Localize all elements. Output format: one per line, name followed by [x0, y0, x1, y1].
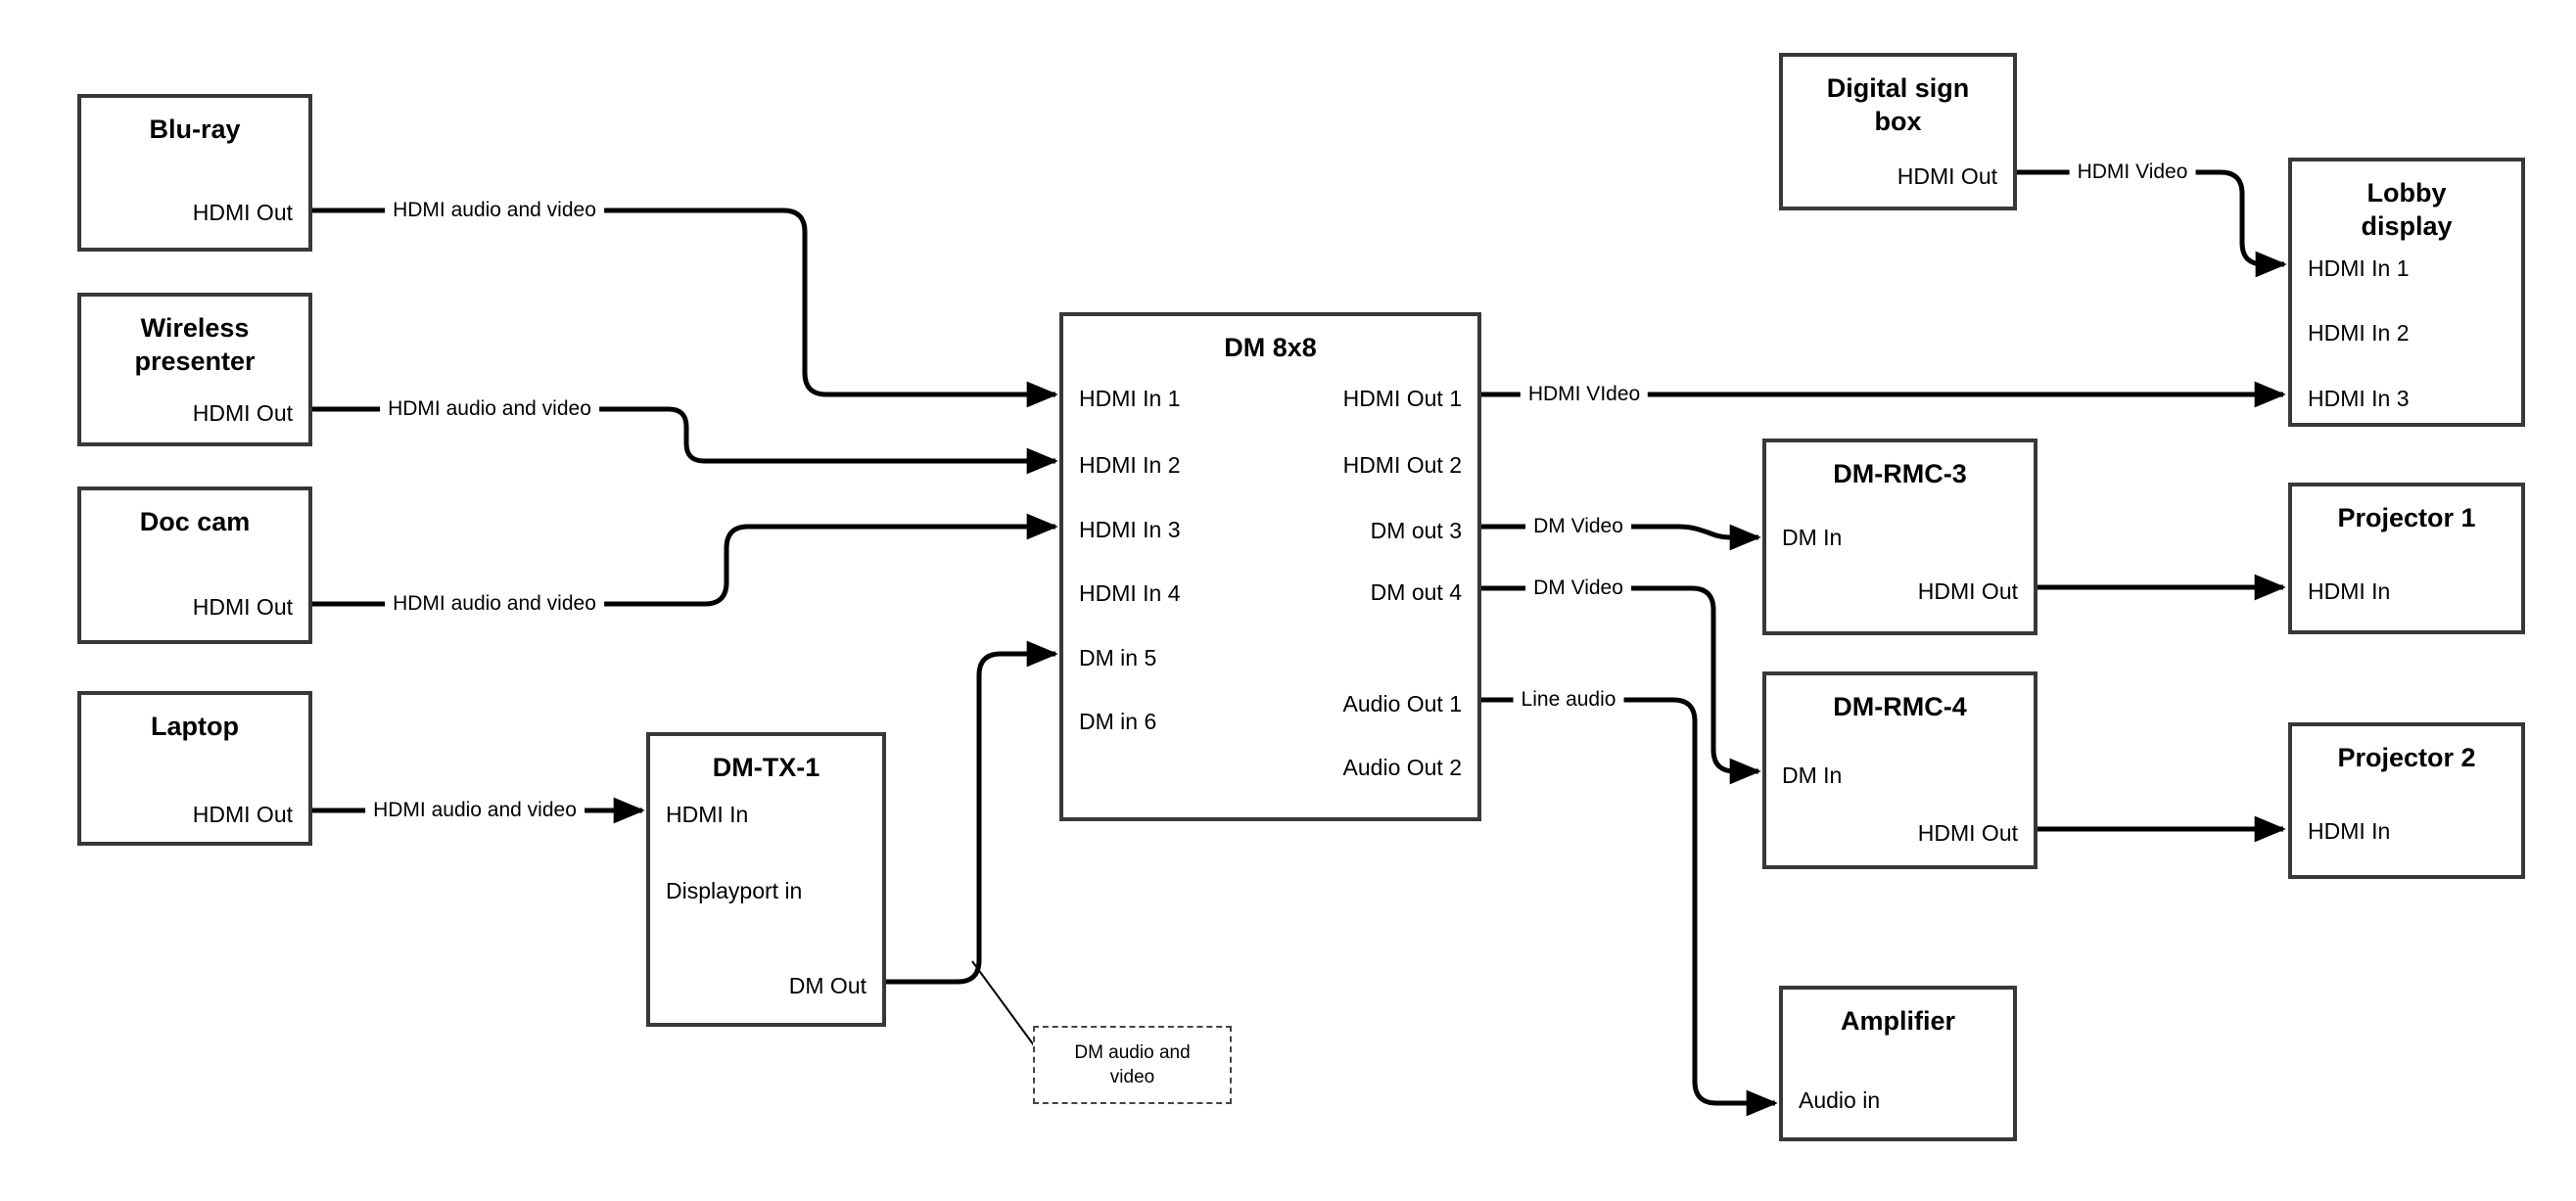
node-dm-tx-1: DM-TX-1 HDMI In Displayport in DM Out	[646, 732, 886, 1027]
node-digital-sign-box-port-hdmi-out: HDMI Out	[1897, 163, 1997, 189]
edge-label-wireless-hdmi-av: HDMI audio and video	[380, 394, 599, 424]
node-wireless-presenter: Wireless presenter HDMI Out	[77, 293, 312, 446]
wire-dmtx1-to-dm8x8-in5	[886, 640, 1058, 985]
node-dm-tx-1-port-dm-out: DM Out	[788, 973, 866, 998]
wire-dm8x8-out3-to-dmrmc3	[1481, 524, 1761, 551]
node-dm-rmc-3-title: DM-RMC-3	[1833, 459, 1967, 488]
node-blu-ray-port-hdmi-out: HDMI Out	[192, 200, 293, 225]
callout-text: DM audio and video	[1074, 1042, 1191, 1087]
edge-label-dm-video-out3: DM Video	[1525, 512, 1631, 541]
node-dm-rmc-3-port-dm-in: DM In	[1782, 525, 1843, 550]
node-dm-8x8-port-hdmi-out-1: HDMI Out 1	[1342, 386, 1462, 411]
callout-leader-line	[971, 960, 1035, 1046]
edge-label-bluray-hdmi-av: HDMI audio and video	[385, 196, 604, 225]
node-laptop-port-hdmi-out: HDMI Out	[192, 802, 293, 827]
edge-label-hdmi-video-out1: HDMI VIdeo	[1520, 380, 1649, 409]
node-dm-8x8-port-dm-in-5: DM in 5	[1079, 645, 1157, 670]
node-dm-8x8-title: DM 8x8	[1224, 333, 1317, 362]
edge-label-doccam-hdmi-av: HDMI audio and video	[385, 589, 604, 619]
node-wireless-presenter-port-hdmi-out: HDMI Out	[192, 400, 293, 426]
node-dm-8x8-port-dm-out-4: DM out 4	[1370, 579, 1462, 605]
callout-dm-audio-and-video: DM audio and video	[1033, 1026, 1232, 1104]
node-dm-rmc-3: DM-RMC-3 DM In HDMI Out	[1762, 439, 2037, 635]
node-lobby-display-port-hdmi-in-3: HDMI In 3	[2308, 386, 2410, 411]
node-dm-8x8-port-audio-out-2: Audio Out 2	[1342, 755, 1462, 780]
node-lobby-display-port-hdmi-in-2: HDMI In 2	[2308, 320, 2410, 346]
node-dm-8x8-port-dm-out-3: DM out 3	[1370, 518, 1462, 543]
node-dm-8x8-port-hdmi-out-2: HDMI Out 2	[1342, 452, 1462, 478]
node-dm-rmc-4: DM-RMC-4 DM In HDMI Out	[1762, 671, 2037, 869]
edge-label-line-audio: Line audio	[1513, 685, 1624, 715]
node-lobby-display: Lobby display HDMI In 1 HDMI In 2 HDMI I…	[2288, 158, 2525, 427]
node-blu-ray-title: Blu-ray	[149, 115, 241, 144]
wire-dm8x8-audio1-to-amplifier	[1481, 697, 1778, 1117]
wire-bluray-to-dm8x8-in1	[312, 208, 1058, 408]
node-projector-2-port-hdmi-in: HDMI In	[2308, 818, 2391, 844]
node-digital-sign-box-title: Digital sign box	[1826, 73, 1970, 136]
node-wireless-presenter-title: Wireless presenter	[134, 313, 256, 376]
node-projector-1-port-hdmi-in: HDMI In	[2308, 578, 2391, 604]
node-dm-tx-1-title: DM-TX-1	[712, 753, 820, 782]
node-laptop-title: Laptop	[151, 712, 239, 741]
node-projector-1-title: Projector 1	[2337, 503, 2476, 532]
node-dm-tx-1-port-displayport-in: Displayport in	[666, 878, 803, 903]
node-amplifier-port-audio-in: Audio in	[1799, 1087, 1881, 1113]
node-amplifier-title: Amplifier	[1840, 1006, 1956, 1036]
node-dm-8x8-port-hdmi-in-4: HDMI In 4	[1079, 580, 1181, 606]
wire-dm8x8-out4-to-dmrmc4	[1481, 585, 1761, 785]
node-dm-rmc-4-port-dm-in: DM In	[1782, 762, 1843, 788]
edge-label-laptop-hdmi-av: HDMI audio and video	[365, 796, 585, 825]
wire-wireless-to-dm8x8-in2	[312, 406, 1058, 475]
node-dm-8x8-port-dm-in-6: DM in 6	[1079, 709, 1157, 734]
node-dm-rmc-4-title: DM-RMC-4	[1833, 692, 1967, 721]
node-dm-8x8-port-hdmi-in-3: HDMI In 3	[1079, 517, 1181, 542]
node-projector-1: Projector 1 HDMI In	[2288, 483, 2525, 634]
node-dm-8x8-port-hdmi-in-1: HDMI In 1	[1079, 386, 1181, 411]
node-digital-sign-box: Digital sign box HDMI Out	[1779, 53, 2017, 210]
node-lobby-display-port-hdmi-in-1: HDMI In 1	[2308, 255, 2410, 281]
node-dm-tx-1-port-hdmi-in: HDMI In	[666, 802, 749, 827]
node-projector-2: Projector 2 HDMI In	[2288, 722, 2525, 879]
node-dm-rmc-3-port-hdmi-out: HDMI Out	[1917, 578, 2018, 604]
node-lobby-display-title: Lobby display	[2361, 178, 2453, 241]
node-blu-ray: Blu-ray HDMI Out	[77, 94, 312, 252]
node-doc-cam-title: Doc cam	[139, 507, 251, 536]
wire-digitalsign-to-lobby-in1	[2017, 169, 2287, 278]
node-laptop: Laptop HDMI Out	[77, 691, 312, 846]
node-dm-rmc-4-port-hdmi-out: HDMI Out	[1917, 820, 2018, 846]
node-dm-8x8-port-audio-out-1: Audio Out 1	[1342, 691, 1462, 716]
node-doc-cam-port-hdmi-out: HDMI Out	[192, 594, 293, 620]
node-doc-cam: Doc cam HDMI Out	[77, 486, 312, 644]
wire-doccam-to-dm8x8-in3	[312, 513, 1058, 607]
node-amplifier: Amplifier Audio in	[1779, 986, 2017, 1141]
edge-label-sign-hdmi-video: HDMI Video	[2069, 158, 2196, 187]
edge-label-dm-video-out4: DM Video	[1525, 574, 1631, 603]
node-dm-8x8-port-hdmi-in-2: HDMI In 2	[1079, 452, 1181, 478]
node-dm-8x8: DM 8x8 HDMI In 1 HDMI In 2 HDMI In 3 HDM…	[1059, 312, 1481, 821]
node-projector-2-title: Projector 2	[2337, 743, 2476, 772]
